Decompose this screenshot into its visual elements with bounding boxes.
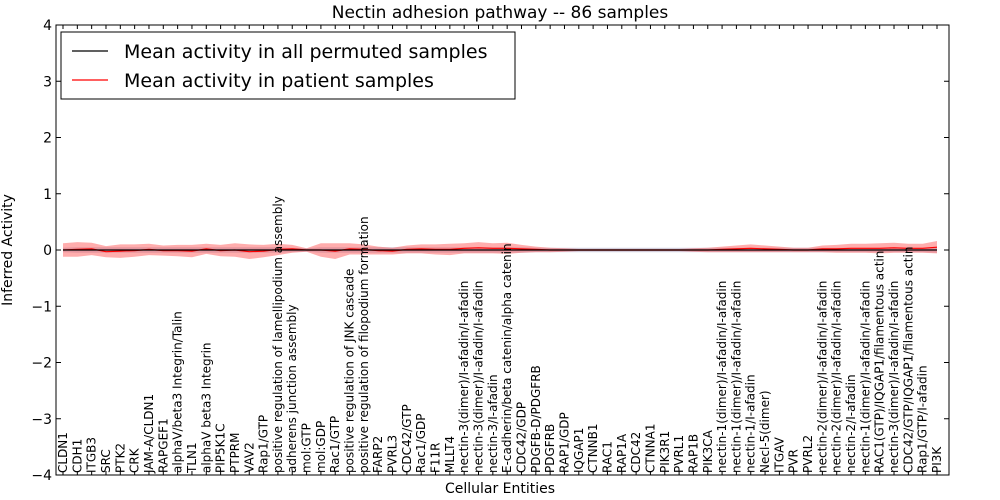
- x-tick-label: nectin-1(dimer)/I-afadin/I-afadin: [715, 281, 729, 473]
- y-tick-label: 0: [43, 243, 52, 259]
- x-tick-label: TLN1: [185, 442, 199, 474]
- x-tick-label: Rap1/GTP: [257, 415, 271, 473]
- legend-label-patient: Mean activity in patient samples: [124, 70, 434, 92]
- x-tick-label: positive regulation of JNK cascade: [343, 269, 357, 473]
- x-tick-label: nectin-3(dimer)/I-afadin/I-afadin: [457, 281, 471, 473]
- x-tick-label: RAP1/GDP: [558, 412, 572, 473]
- x-tick-label: nectin-3(dimer)/I-afadin/I-afadin: [472, 281, 486, 473]
- x-tick-label: PIK3R1: [658, 431, 672, 473]
- x-tick-label: alphaV beta3 Integrin: [199, 342, 213, 473]
- legend-box: [60, 31, 516, 100]
- x-tick-label: Rac1/GDP: [414, 414, 428, 473]
- x-tick-label: Rap1/GTP/I-afadin: [916, 365, 930, 473]
- y-tick-label: 4: [43, 18, 52, 34]
- x-tick-label: PTPRM: [228, 433, 242, 474]
- x-axis-label: Cellular Entities: [445, 481, 555, 497]
- x-tick-label: Necl-5(dimer): [758, 390, 772, 473]
- x-tick-label: F11R: [429, 442, 443, 473]
- x-tick-label: CDC42: [629, 432, 643, 473]
- x-tick-label: PVRL3: [386, 435, 400, 473]
- x-tick-label: PIK3CA: [701, 429, 715, 473]
- x-tick-label: nectin-3/I-afadin: [486, 374, 500, 473]
- y-tick-label: 1: [43, 187, 52, 203]
- x-tick-label: nectin-1/I-afadin: [744, 374, 758, 473]
- x-tick-label: positive regulation of lamellipodium ass…: [271, 196, 285, 473]
- x-tick-label: JAM-A/CLDN1: [142, 394, 156, 474]
- chart-title: Nectin adhesion pathway -- 86 samples: [332, 3, 669, 23]
- plot-area: [62, 241, 938, 259]
- x-tick-label: RAPGEF1: [156, 418, 170, 473]
- x-tick-label: FARP2: [371, 436, 385, 473]
- x-tick-label: CDC42/GTP/IQGAP1/filamentous actin: [901, 247, 915, 473]
- y-tick-label: −2: [31, 356, 52, 372]
- x-tick-label: adherens junction assembly: [285, 304, 299, 473]
- x-tick-label: nectin-2(dimer)/I-afadin/I-afadin: [830, 281, 844, 473]
- x-tick-label: CDC42/GTP: [400, 404, 414, 473]
- x-tick-label: nectin-2/I-afadin: [844, 374, 858, 473]
- y-tick-label: −3: [31, 412, 52, 428]
- x-tick-label: nectin-3(dimer)/I-afadin/I-afadin: [887, 281, 901, 473]
- x-tick-label: Rac1/GTP: [328, 416, 342, 473]
- legend-label-permuted: Mean activity in all permuted samples: [124, 41, 487, 63]
- x-tick-label: mol:GTP: [300, 423, 314, 473]
- y-tick-label: −4: [31, 468, 52, 484]
- x-tick-label: PVR: [787, 449, 801, 473]
- x-tick-label: ITGAV: [772, 436, 786, 473]
- x-tick-label: CRK: [128, 447, 142, 473]
- x-tick-label: positive regulation of filopodium format…: [357, 216, 371, 473]
- x-tick-label: CDH1: [70, 439, 84, 473]
- x-tick-label: PDGFRB: [543, 424, 557, 473]
- x-tick-label: RAP1B: [686, 434, 700, 473]
- y-tick-label: 2: [43, 131, 52, 147]
- x-tick-label: VAV2: [242, 442, 256, 473]
- x-tick-label: PI3K: [930, 446, 944, 473]
- x-tick-label: PTK2: [113, 443, 127, 473]
- x-tick-label: CLDN1: [56, 432, 70, 473]
- x-tick-label: RAC1: [601, 441, 615, 473]
- x-tick-label: RAP1A: [615, 433, 629, 473]
- x-tick-label: PDGFB-D/PDGFRB: [529, 365, 543, 473]
- x-tick-label: SRC: [99, 449, 113, 473]
- x-tick-label: MLLT4: [443, 436, 457, 473]
- x-tick-label: CDC42/GDP: [515, 402, 529, 473]
- x-tick-label: IQGAP1: [572, 428, 586, 473]
- x-tick-label: CTNNA1: [643, 423, 657, 473]
- x-tick-label: E-cadherin/beta catenin/alpha catenin: [500, 243, 514, 473]
- x-tick-label: PVRL2: [801, 435, 815, 473]
- y-axis-label: Inferred Activity: [0, 194, 16, 306]
- x-tick-label: RAC1(GTP)/IQGAP1/filamentous actin: [873, 251, 887, 473]
- y-tick-label: 3: [43, 74, 52, 90]
- x-tick-label: nectin-2(dimer)/I-afadin/I-afadin: [815, 281, 829, 473]
- legend: Mean activity in all permuted samples Me…: [60, 31, 516, 100]
- x-tick-label: PVRL1: [672, 435, 686, 473]
- y-tick-label: −1: [31, 299, 52, 315]
- x-tick-label: CTNNB1: [586, 423, 600, 473]
- x-tick-label: nectin-1(dimer)/I-afadin/I-afadin: [858, 281, 872, 473]
- x-tick-label: nectin-1(dimer)/I-afadin/I-afadin: [729, 281, 743, 473]
- x-tick-label: ITGB3: [85, 437, 99, 473]
- x-tick-label: mol:GDP: [314, 421, 328, 473]
- x-tick-label: PIP5K1C: [214, 423, 228, 473]
- x-tick-label: alphaV/beta3 Integrin/Talin: [171, 311, 185, 473]
